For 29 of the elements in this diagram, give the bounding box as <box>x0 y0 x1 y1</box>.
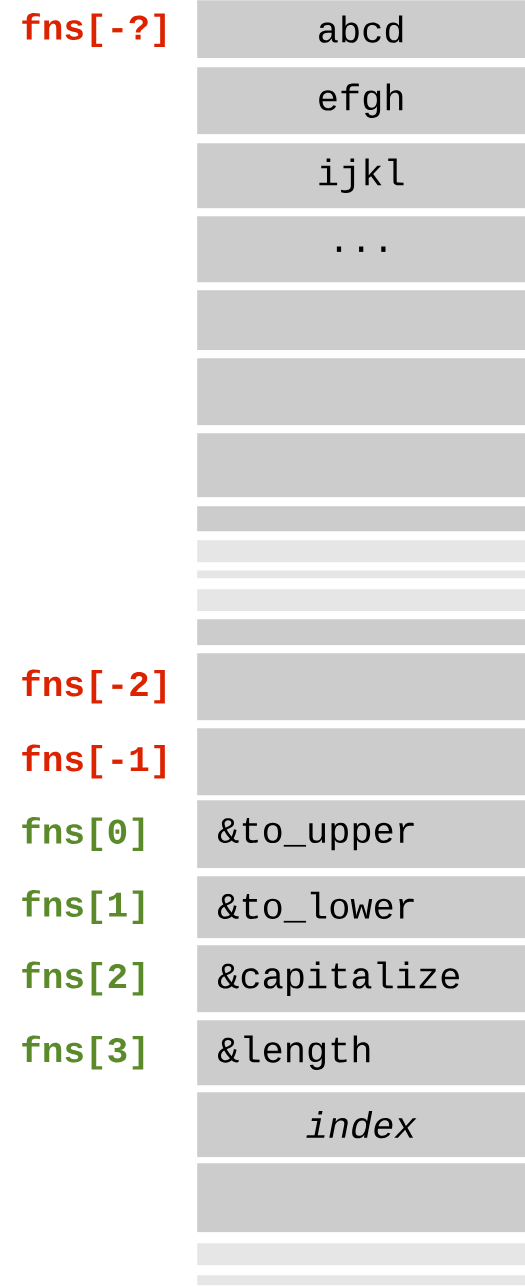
memory-cell <box>197 653 525 721</box>
memory-cell <box>197 1243 525 1266</box>
memory-cell <box>197 619 525 646</box>
memory-cell <box>197 1275 525 1286</box>
memory-cell <box>197 728 525 796</box>
memory-cell <box>197 540 525 563</box>
memory-cell <box>197 1163 525 1233</box>
memory-cell: ijkl <box>197 143 525 209</box>
memory-cell <box>197 570 525 579</box>
memory-cell: &capitalize <box>197 945 525 1013</box>
index-label: fns[2] <box>22 961 144 996</box>
memory-cell <box>197 589 525 612</box>
memory-cell: &to_lower <box>197 876 525 939</box>
index-label: fns[1] <box>22 889 144 925</box>
memory-cell: index <box>197 1092 525 1158</box>
index-label: fns[3] <box>22 1035 144 1070</box>
memory-cell: efgh <box>197 67 525 135</box>
index-label: fns[0] <box>22 816 144 852</box>
memory-cell <box>197 506 525 532</box>
memory-cell <box>197 358 525 426</box>
index-label: fns[-?] <box>22 12 165 47</box>
memory-cell: ... <box>197 216 525 283</box>
memory-cell <box>197 290 525 351</box>
memory-cell <box>197 433 525 498</box>
memory-cell: abcd <box>197 0 525 59</box>
index-label: fns[-1] <box>22 744 165 779</box>
memory-cell: &length <box>197 1020 525 1086</box>
memory-cell: &to_upper <box>197 800 525 869</box>
index-label: fns[-2] <box>22 669 165 704</box>
